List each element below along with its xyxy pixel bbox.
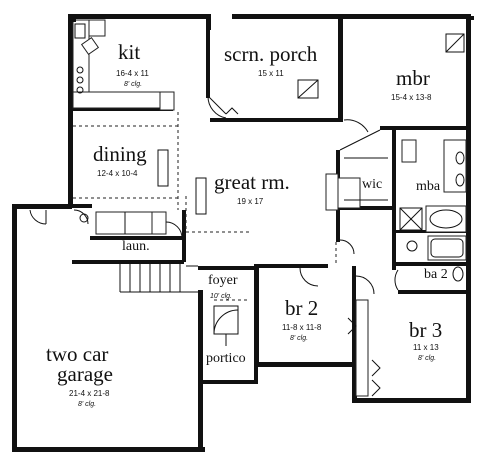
room-label-garage-line1: two car bbox=[46, 342, 109, 366]
room-label-portico: portico bbox=[206, 351, 246, 366]
room-label-ba2: ba 2 bbox=[424, 267, 448, 282]
room-dims-dining: 12-4 x 10-4 bbox=[97, 169, 138, 178]
mbr-doors bbox=[339, 119, 381, 151]
room-label-great-rm: great rm. bbox=[214, 170, 290, 194]
laundry-fixtures bbox=[73, 209, 183, 239]
room-ceiling-kit: 8' clg. bbox=[124, 81, 143, 88]
room-dims-scrn-porch: 15 x 11 bbox=[258, 69, 284, 78]
kitchen-cabinets bbox=[72, 19, 175, 111]
room-dims-mbr: 15-4 x 13-8 bbox=[391, 93, 432, 102]
room-dims-garage: 21-4 x 21-8 bbox=[69, 389, 110, 398]
exterior-walls bbox=[12, 14, 471, 452]
room-label-wic: wic bbox=[362, 177, 383, 192]
porch-door bbox=[207, 95, 239, 119]
room-dims-br3: 11 x 13 bbox=[413, 343, 439, 352]
room-label-foyer: foyer bbox=[208, 273, 238, 288]
room-ceiling-foyer: 10' clg. bbox=[210, 293, 232, 300]
room-ceiling-br3: 8' clg. bbox=[418, 355, 437, 362]
porch-stairs bbox=[297, 79, 319, 99]
garage-steps bbox=[119, 264, 198, 293]
room-label-mba: mba bbox=[416, 179, 441, 194]
wic-shelves bbox=[344, 157, 388, 201]
column-marks bbox=[157, 149, 207, 215]
room-dims-great-rm: 19 x 17 bbox=[237, 197, 264, 206]
hall-doors bbox=[299, 239, 399, 295]
room-label-kit: kit bbox=[118, 40, 141, 64]
room-ceiling-br2: 8' clg. bbox=[290, 335, 309, 342]
room-label-scrn-porch: scrn. porch bbox=[224, 42, 318, 66]
entry-door bbox=[213, 305, 239, 346]
room-label-br3: br 3 bbox=[409, 318, 443, 342]
garage-side-door bbox=[29, 209, 47, 225]
mbr-corner-fixture bbox=[445, 33, 465, 53]
ba2-fixtures bbox=[406, 235, 467, 282]
room-label-garage-line2: garage bbox=[57, 362, 113, 386]
dashed-lines bbox=[73, 112, 337, 301]
room-dims-br2: 11-8 x 11-8 bbox=[282, 323, 322, 332]
mba-fixtures bbox=[399, 139, 467, 233]
room-dims-kit: 16-4 x 11 bbox=[116, 69, 149, 78]
porch-posts bbox=[68, 14, 474, 22]
fireplace bbox=[325, 173, 361, 211]
room-label-laun: laun. bbox=[122, 239, 150, 254]
room-label-br2: br 2 bbox=[285, 296, 319, 320]
room-label-mbr: mbr bbox=[396, 66, 430, 90]
room-label-dining: dining bbox=[93, 142, 147, 166]
room-ceiling-garage: 8' clg. bbox=[78, 401, 97, 408]
bedroom-closets bbox=[347, 299, 381, 397]
